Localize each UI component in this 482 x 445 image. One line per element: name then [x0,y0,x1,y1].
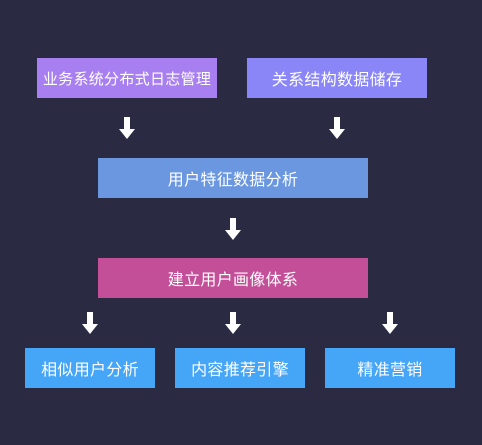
relational-storage-label: 关系结构数据储存 [271,70,403,89]
precision-marketing-box: 精准营销 [325,348,455,388]
log-management-box: 业务系统分布式日志管理 [37,58,217,98]
feature-analysis-label: 用户特征数据分析 [167,170,299,189]
user-profile-box: 建立用户画像体系 [98,258,368,298]
feature-analysis-box: 用户特征数据分析 [98,158,368,198]
similar-users-box: 相似用户分析 [25,348,155,388]
user-profile-label: 建立用户画像体系 [167,270,299,289]
precision-marketing-label: 精准营销 [357,360,423,379]
down-arrow-icon [225,312,241,334]
log-management-label: 业务系统分布式日志管理 [42,69,212,88]
down-arrow-icon [329,117,345,139]
similar-users-label: 相似用户分析 [41,360,139,379]
down-arrow-icon [82,312,98,334]
recommendation-engine-label: 内容推荐引擎 [191,360,289,379]
down-arrow-icon [382,312,398,334]
recommendation-engine-box: 内容推荐引擎 [175,348,305,388]
down-arrow-icon [225,218,241,240]
relational-storage-box: 关系结构数据储存 [247,58,427,98]
down-arrow-icon [119,117,135,139]
